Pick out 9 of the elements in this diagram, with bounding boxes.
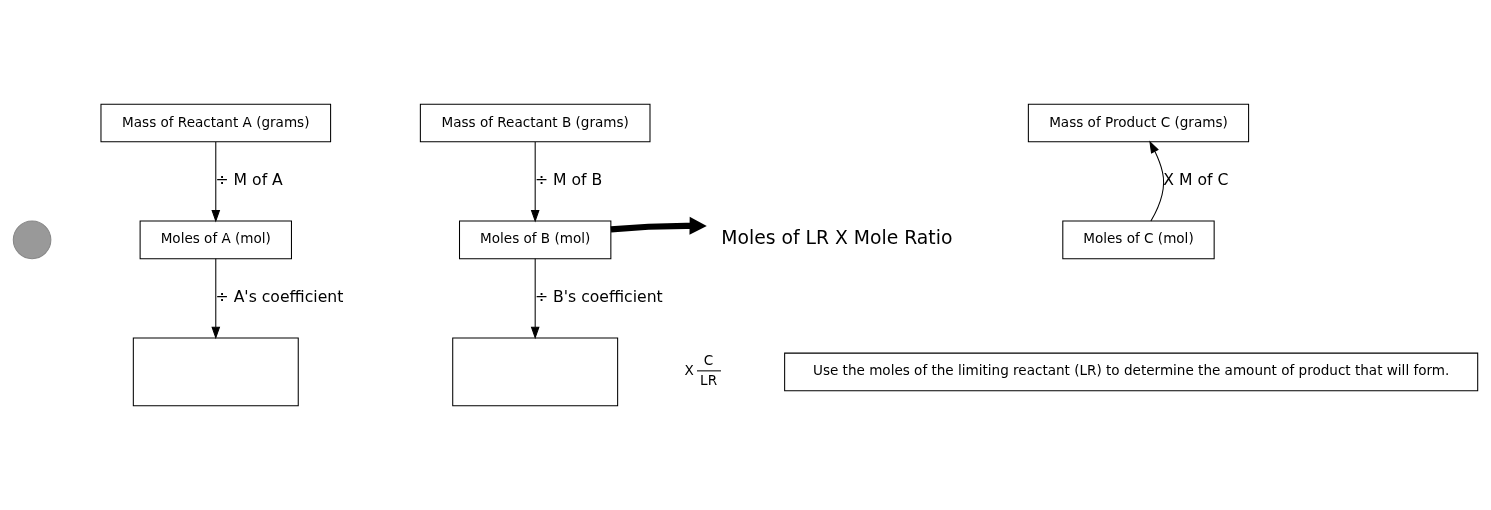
label: C [703,352,714,369]
label: X [684,362,694,379]
edge-label: X M of C [1163,169,1229,189]
edge-label: ÷ B's coefficient [534,287,663,307]
label: LR [700,371,718,388]
edge-label: ÷ A's coefficient [215,287,344,307]
edge-label: ÷ M of B [534,169,603,189]
node-text: Moles of LR X Mole Ratio [721,227,953,249]
edge-label: ÷ M of A [215,169,283,189]
